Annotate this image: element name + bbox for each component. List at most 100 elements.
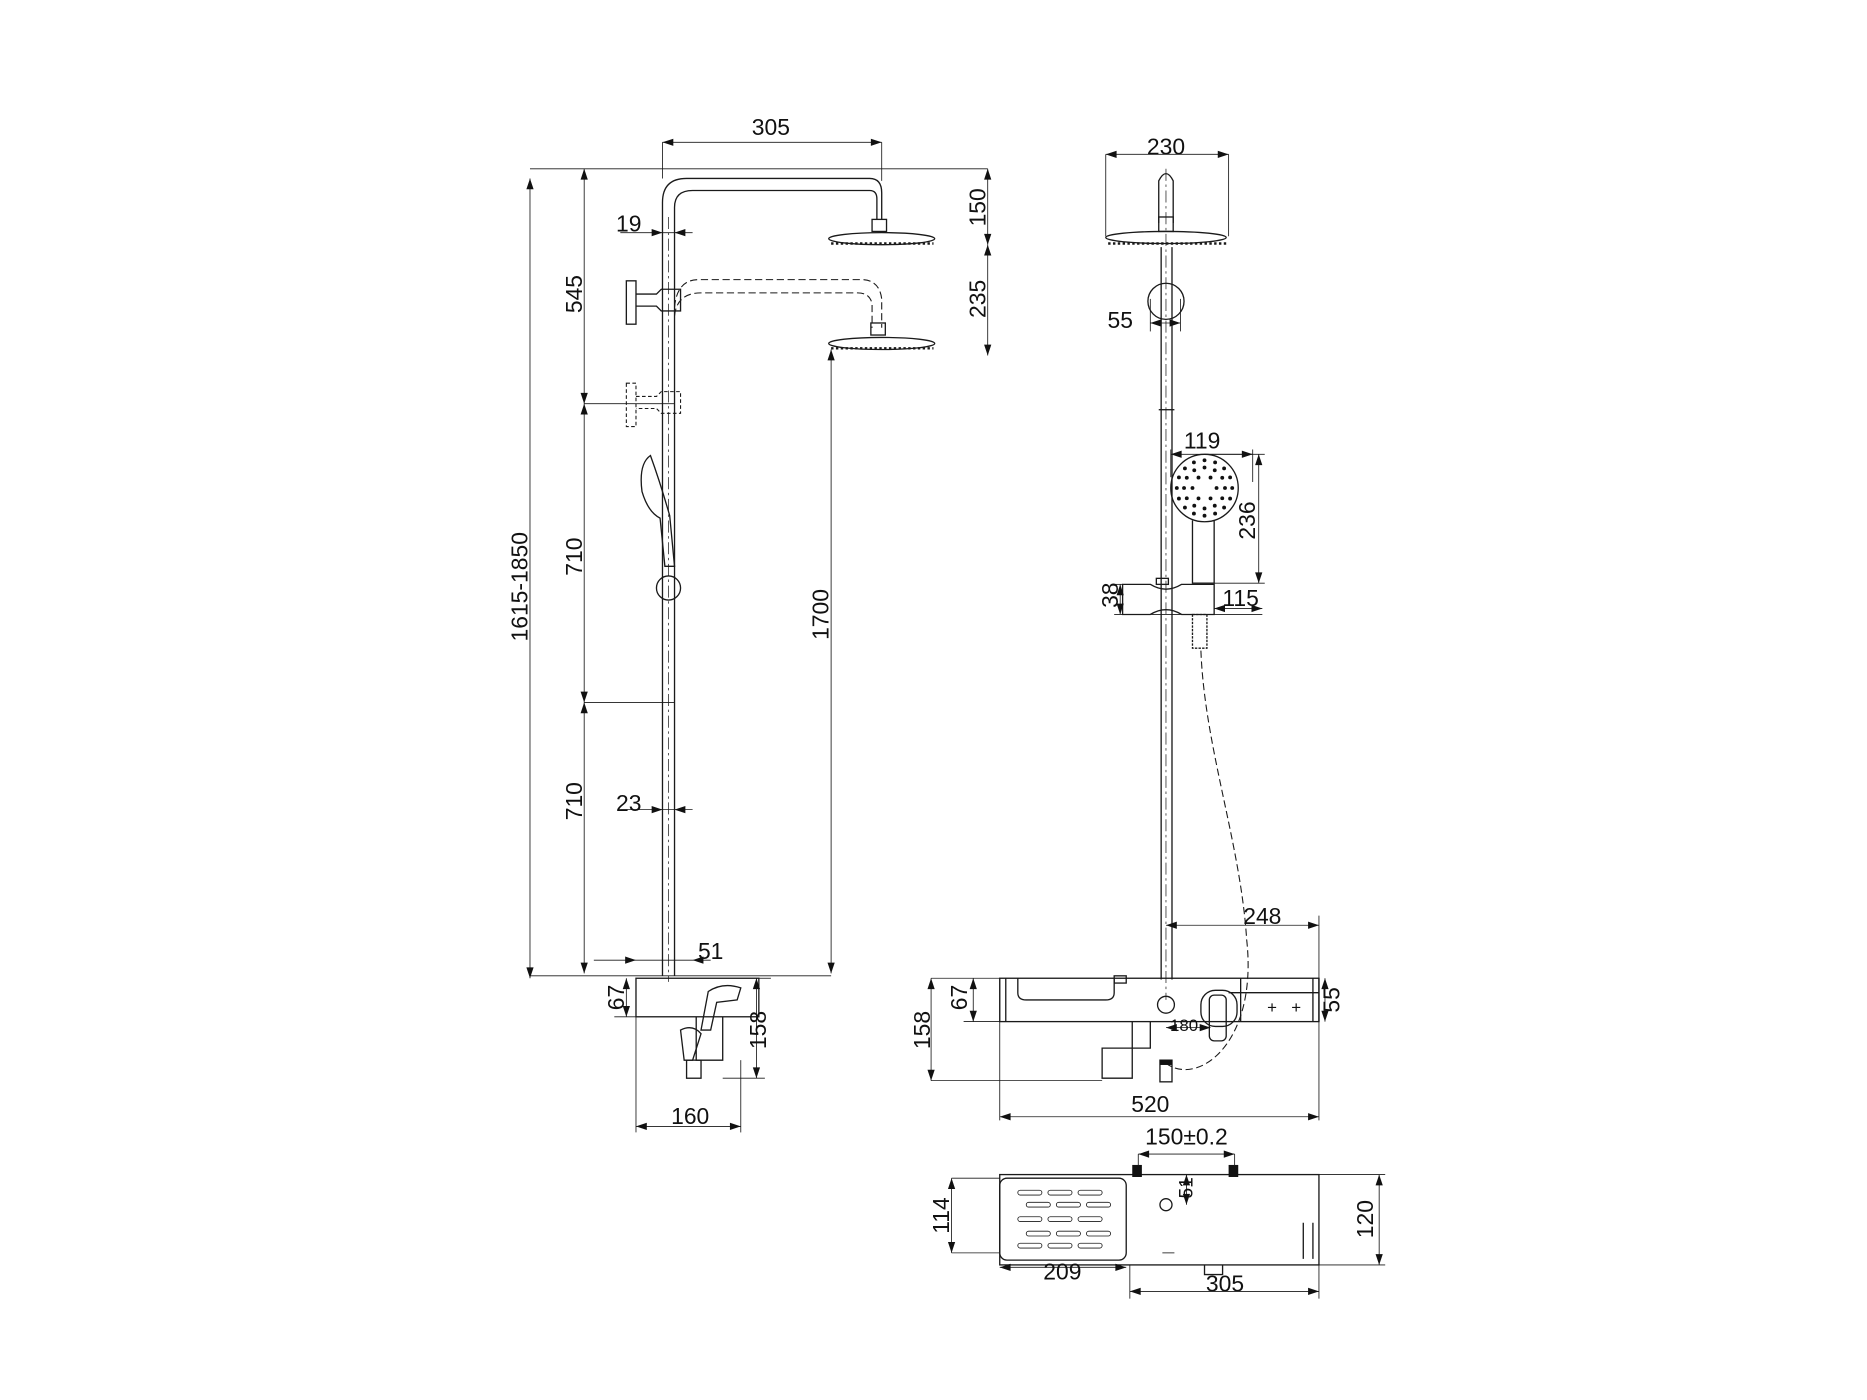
dim-slider-height: 38 bbox=[1097, 582, 1123, 607]
dimension-lines bbox=[526, 138, 1383, 1296]
spray-nozzle bbox=[1220, 475, 1225, 480]
dimension-arrow bbox=[947, 1242, 956, 1253]
drain-slot bbox=[1025, 1201, 1051, 1208]
dimension-arrow bbox=[1321, 1010, 1329, 1022]
svg-text:+: + bbox=[1267, 998, 1277, 1017]
dimension-arrow bbox=[580, 403, 588, 415]
dim-height-range: 1615-1850 bbox=[507, 532, 533, 641]
drain-slot bbox=[1077, 1242, 1103, 1249]
dimension-arrow bbox=[1150, 319, 1162, 327]
dimension-arrow bbox=[927, 1069, 935, 1081]
dim-pipe-diameter: 19 bbox=[616, 210, 641, 236]
dimension-arrow bbox=[674, 229, 686, 237]
shower-pole bbox=[661, 142, 883, 982]
dimension-arrow bbox=[622, 1005, 630, 1017]
spray-nozzle bbox=[1228, 475, 1233, 480]
dimension-arrow bbox=[1255, 454, 1263, 466]
dimension-arrow bbox=[947, 1178, 956, 1190]
dim-total-width: 520 bbox=[1131, 1091, 1169, 1117]
dimension-arrow bbox=[1217, 150, 1229, 158]
dimension-arrow bbox=[1116, 584, 1124, 596]
dimension-arrow bbox=[1165, 921, 1177, 929]
dimension-arrow bbox=[827, 962, 835, 974]
dimension-labels: 305 19 1615-1850 545 710 710 150 235 170… bbox=[507, 114, 1379, 1296]
spray-nozzle bbox=[1212, 468, 1217, 473]
dimension-arrow bbox=[580, 702, 588, 714]
dimension-arrow bbox=[984, 244, 992, 256]
dimension-arrow bbox=[752, 1067, 761, 1079]
spray-nozzle bbox=[1176, 496, 1181, 501]
dim-shelf-width: 209 bbox=[1043, 1258, 1081, 1284]
dimension-arrow bbox=[969, 978, 977, 990]
spray-nozzle bbox=[1230, 486, 1235, 490]
dimension-arrow bbox=[1308, 921, 1319, 929]
dimension-arrow bbox=[625, 956, 636, 964]
wall-bracket-upper bbox=[625, 280, 682, 325]
spray-nozzle bbox=[1196, 475, 1201, 480]
spray-nozzle bbox=[1208, 496, 1213, 501]
dimension-arrow bbox=[1308, 1287, 1319, 1296]
dim-segment-top: 545 bbox=[561, 275, 587, 313]
dim-body-height-side: 158 bbox=[745, 1011, 771, 1049]
dimension-arrow bbox=[870, 138, 882, 146]
dim-offset: 51 bbox=[698, 938, 723, 964]
dim-segment-bottom: 710 bbox=[561, 782, 587, 820]
spray-nozzle bbox=[1192, 468, 1197, 473]
top-view bbox=[951, 1154, 1386, 1299]
spray-nozzle bbox=[1192, 503, 1197, 508]
wall-bracket-front bbox=[1147, 282, 1185, 321]
dimension-arrow bbox=[526, 178, 534, 190]
shelf-slots bbox=[1017, 1189, 1111, 1249]
dimension-arrow bbox=[1199, 1024, 1211, 1032]
dim-shelf-depth: 114 bbox=[928, 1197, 954, 1234]
dim-pole-to-end: 248 bbox=[1243, 903, 1281, 929]
dimension-arrow bbox=[580, 691, 588, 703]
dim-body-top-side: 67 bbox=[603, 985, 629, 1010]
dim-head-diameter: 230 bbox=[1147, 133, 1185, 159]
dim-body-depth: 160 bbox=[671, 1103, 709, 1129]
slider-holder bbox=[1121, 577, 1215, 649]
dimension-arrow bbox=[1223, 1150, 1235, 1158]
drain-slot bbox=[1055, 1201, 1081, 1208]
spray-nozzle bbox=[1223, 486, 1227, 490]
spray-nozzle bbox=[1202, 506, 1207, 511]
dim-head-drop-adjust: 235 bbox=[964, 280, 990, 318]
spray-nozzle bbox=[1208, 475, 1213, 480]
dimension-arrow bbox=[1182, 1174, 1191, 1186]
dimension-arrow bbox=[674, 805, 686, 814]
dimension-arrow bbox=[580, 168, 588, 180]
dim-hand-shower-length: 236 bbox=[1234, 501, 1260, 539]
hose bbox=[1161, 650, 1249, 1071]
dimension-arrow bbox=[580, 962, 588, 974]
dimension-arrow bbox=[635, 1122, 647, 1131]
dimension-arrow bbox=[1115, 1263, 1127, 1271]
spray-nozzle bbox=[1191, 460, 1196, 465]
drain-slot bbox=[1086, 1201, 1111, 1208]
dimension-arrow bbox=[1255, 572, 1263, 584]
spray-nozzle bbox=[1202, 465, 1207, 470]
dim-slider-projection: 115 bbox=[1222, 585, 1258, 611]
spray-nozzle bbox=[1212, 503, 1217, 508]
spray-nozzle bbox=[1191, 511, 1196, 516]
spray-nozzle bbox=[1196, 496, 1201, 501]
spray-nozzle bbox=[1213, 511, 1218, 516]
dimension-arrow bbox=[969, 1010, 977, 1022]
dimension-arrow bbox=[1182, 1193, 1191, 1205]
dimension-arrow bbox=[999, 1263, 1011, 1271]
dimension-arrow bbox=[1170, 450, 1182, 458]
dimension-arrow bbox=[729, 1122, 741, 1131]
dimension-arrow bbox=[984, 168, 992, 180]
spray-nozzle bbox=[1190, 486, 1195, 490]
spray-nozzle bbox=[1228, 496, 1233, 501]
dim-inlet-spacing: 150±0.2 bbox=[1145, 1123, 1228, 1149]
rain-shower-arm-lowered bbox=[673, 279, 936, 351]
dim-inlet-offset: 51 bbox=[1176, 1177, 1197, 1198]
dimension-arrow bbox=[580, 392, 588, 404]
drain-slot bbox=[1047, 1189, 1073, 1196]
dim-lower-pipe-diameter: 23 bbox=[616, 790, 641, 816]
dim-shelf-height: 55 bbox=[1318, 987, 1344, 1012]
dim-spout-offset: 180 bbox=[1170, 1016, 1198, 1035]
dimension-arrow bbox=[1169, 319, 1181, 327]
hand-shower-side bbox=[640, 454, 682, 601]
